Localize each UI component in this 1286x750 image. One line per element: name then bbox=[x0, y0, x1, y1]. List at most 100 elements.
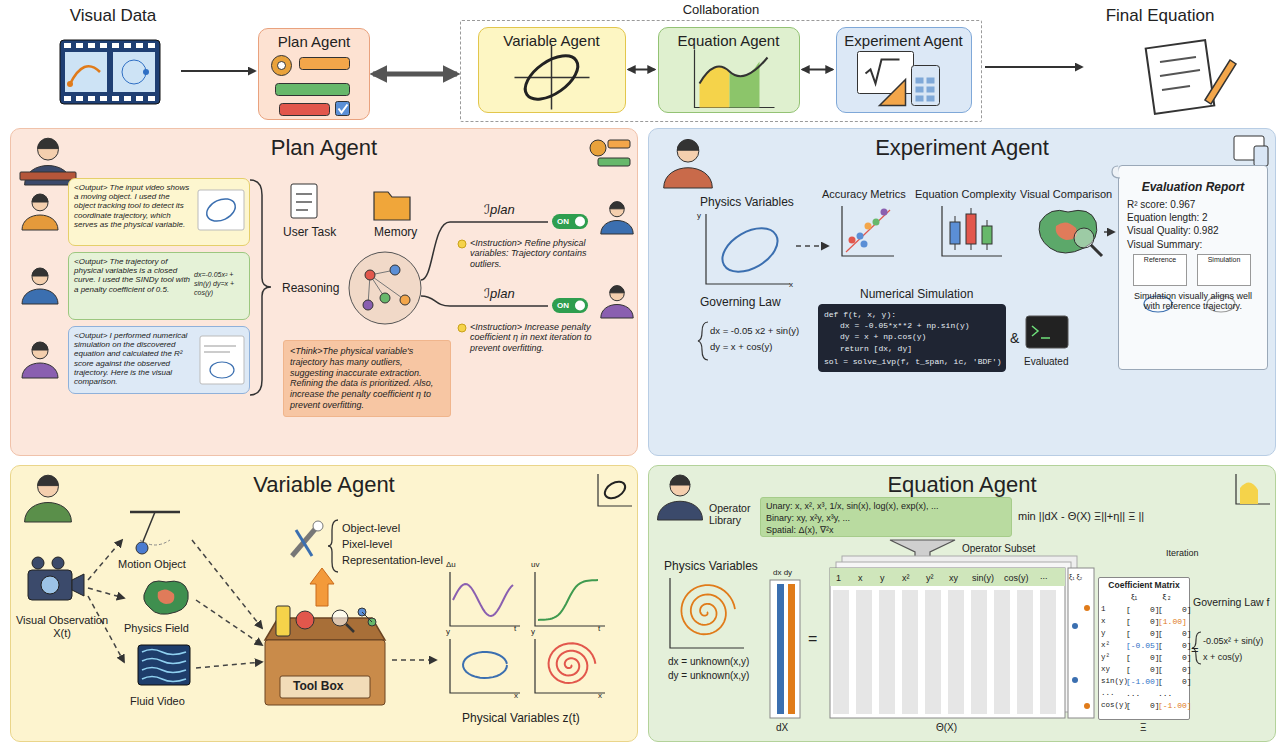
illustration-part bbox=[32, 194, 48, 202]
illustration-part bbox=[142, 512, 155, 544]
dashed-arrow bbox=[196, 662, 262, 668]
illustration-part bbox=[362, 612, 372, 622]
node-heading: <Output> The input video shows a moving … bbox=[69, 179, 249, 233]
illustration-part bbox=[1017, 590, 1033, 714]
node-heading: Evaluation Report bbox=[1119, 166, 1267, 198]
illustration-part bbox=[833, 590, 849, 714]
node-text: Visual Quality: 0.982 bbox=[1119, 224, 1267, 237]
illustration-part bbox=[328, 520, 338, 572]
illustration-part bbox=[849, 237, 856, 244]
illustration-part bbox=[38, 475, 59, 485]
illustration-part bbox=[142, 668, 186, 673]
illustration-part bbox=[292, 528, 316, 556]
node-text: Equation length: 2 bbox=[1119, 211, 1267, 224]
dashed-arrow bbox=[88, 540, 122, 580]
illustration-part bbox=[41, 576, 59, 594]
panel: Variable Agent bbox=[10, 465, 638, 742]
node-heading: Experiment Agent bbox=[649, 129, 1275, 161]
agent-box: Variable Agent bbox=[478, 27, 626, 113]
illustration-part bbox=[971, 590, 987, 714]
speech-bubble: <Output> I performed numerical simulatio… bbox=[68, 326, 250, 394]
panel: Experiment Agentdef f(t, x, y):dx = -0.0… bbox=[648, 128, 1276, 456]
illustration-part bbox=[280, 104, 330, 116]
illustration-part bbox=[136, 96, 143, 101]
illustration-part bbox=[421, 296, 548, 306]
illustration-part bbox=[942, 206, 1002, 256]
illustration-part bbox=[38, 138, 59, 148]
speech-bubble: <Output> The input video shows a moving … bbox=[68, 178, 250, 246]
illustration-part bbox=[32, 342, 48, 350]
connector-arrow bbox=[803, 69, 833, 71]
illustration-part bbox=[300, 58, 350, 70]
output-icon: Final Equation bbox=[1085, 6, 1235, 114]
illustration-part bbox=[250, 180, 271, 395]
illustration-part bbox=[20, 172, 76, 180]
illustration-part bbox=[72, 574, 84, 596]
illustration-part bbox=[458, 240, 466, 248]
illustration-part bbox=[296, 530, 312, 556]
node-heading: Plan Agent bbox=[11, 129, 637, 161]
report-scroll: Evaluation ReportR² score: 0.967Equation… bbox=[1118, 165, 1268, 370]
illustration-part bbox=[602, 478, 628, 501]
agent-box: Plan Agent bbox=[258, 28, 370, 120]
illustration-part bbox=[400, 295, 410, 305]
illustration-part bbox=[265, 640, 385, 705]
illustration-part bbox=[204, 346, 236, 352]
illustration-part bbox=[670, 475, 690, 485]
illustration-part bbox=[1072, 677, 1078, 683]
illustration-part bbox=[32, 269, 48, 285]
node-text: Spatial: Δ(x), ∇²x bbox=[761, 524, 1011, 536]
illustration-part bbox=[278, 62, 286, 70]
illustration-part bbox=[32, 557, 44, 569]
illustration-part bbox=[948, 590, 964, 714]
node-text: Visual Summary: bbox=[1119, 237, 1267, 252]
illustration-part bbox=[203, 195, 239, 226]
think-box: <Think>The physical variable's trajector… bbox=[283, 340, 451, 417]
illustration-part bbox=[198, 190, 244, 230]
illustration-part bbox=[670, 578, 744, 648]
illustration-part bbox=[598, 474, 632, 506]
illustration-part bbox=[926, 95, 934, 101]
curve bbox=[463, 652, 507, 678]
illustration-part bbox=[421, 222, 548, 280]
illustration-part bbox=[1084, 605, 1090, 611]
illustration-part bbox=[925, 590, 941, 714]
illustration-part bbox=[658, 501, 703, 520]
illustration-part bbox=[142, 650, 186, 655]
illustration-part bbox=[32, 343, 48, 359]
illustration-part bbox=[590, 140, 606, 156]
illustration-part bbox=[902, 590, 918, 714]
node-text: dy = x + np.cos(y) bbox=[819, 331, 1005, 342]
illustration-part bbox=[950, 222, 960, 244]
dashed-arrow bbox=[88, 596, 124, 662]
illustration-part bbox=[830, 568, 1065, 718]
operator-library: Operator LibraryUnary: x, x², x³, 1/x, s… bbox=[760, 497, 1012, 537]
node-heading: Final Equation bbox=[1085, 6, 1235, 26]
illustration-part bbox=[136, 43, 143, 48]
illustration-part bbox=[1072, 623, 1078, 629]
node-text: Reference bbox=[1133, 254, 1187, 286]
dashed-arrow bbox=[1104, 231, 1114, 233]
illustration-part bbox=[926, 86, 934, 92]
illustration-part bbox=[1032, 326, 1050, 338]
illustration-part bbox=[22, 363, 58, 378]
illustration-part bbox=[861, 241, 868, 248]
illustration-part bbox=[313, 521, 323, 531]
illustration-part bbox=[349, 252, 421, 324]
illustration-part bbox=[1091, 245, 1102, 256]
illustration-part bbox=[517, 47, 585, 108]
illustration-part bbox=[112, 43, 119, 48]
spiral bbox=[681, 585, 735, 634]
illustration-part bbox=[550, 45, 552, 109]
illustration-part bbox=[1112, 166, 1120, 178]
illustration-part bbox=[994, 590, 1010, 714]
illustration-part bbox=[966, 214, 976, 244]
illustration-part bbox=[272, 56, 292, 76]
illustration-part bbox=[390, 265, 400, 275]
illustration-part bbox=[346, 624, 354, 632]
illustration-part bbox=[881, 209, 888, 216]
illustration-part bbox=[911, 65, 939, 105]
node-text: Binary: xy, x²y, x³y, ... bbox=[761, 512, 1011, 524]
